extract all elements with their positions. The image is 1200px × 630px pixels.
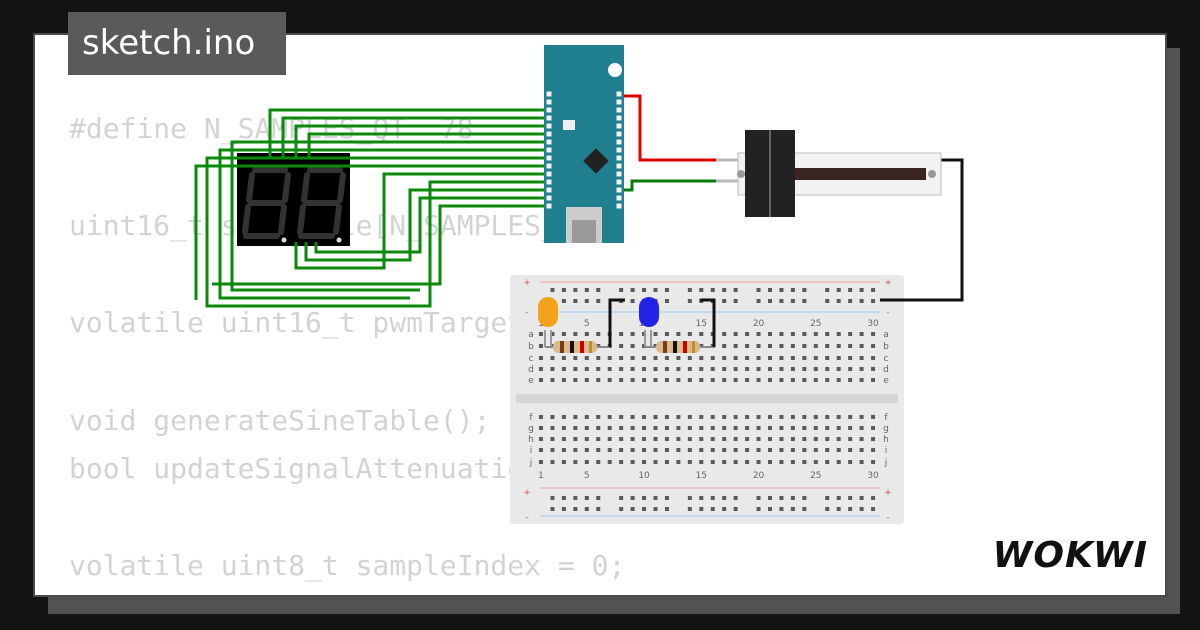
column-number: 30 — [867, 319, 879, 329]
column-number: 5 — [584, 319, 590, 329]
row-letter: e — [528, 376, 534, 386]
column-number: 5 — [584, 471, 590, 481]
row-letter: a — [883, 330, 889, 340]
code-line: volatile uint8_t sampleIndex = 0; — [69, 549, 626, 583]
column-number: 15 — [696, 471, 707, 481]
rail-plus: + — [884, 488, 892, 498]
rail-minus: - — [525, 308, 528, 318]
row-letter: e — [883, 376, 889, 386]
jumper-1 — [608, 298, 625, 347]
column-number: 30 — [867, 471, 879, 481]
row-letter: f — [884, 413, 888, 423]
column-number: 25 — [810, 319, 821, 329]
column-number: 10 — [638, 471, 650, 481]
rail-plus: + — [523, 278, 531, 288]
row-letter: c — [529, 354, 534, 364]
wokwi-logo: WOKWI — [993, 535, 1148, 576]
rail-plus: + — [884, 278, 892, 288]
row-letter: g — [528, 424, 534, 434]
row-letter: j — [884, 458, 888, 468]
signal-wire — [624, 179, 720, 192]
arduino-nano[interactable] — [544, 45, 624, 243]
column-number: 20 — [753, 319, 765, 329]
row-letter: a — [528, 330, 534, 340]
row-letter: d — [883, 365, 889, 375]
row-letter: b — [883, 342, 889, 352]
row-letter: h — [528, 435, 534, 445]
column-number: 20 — [753, 471, 765, 481]
jumper-2 — [700, 298, 716, 347]
row-letter: d — [528, 365, 534, 375]
row-letter: f — [529, 413, 533, 423]
display-wires — [194, 108, 548, 308]
led-blue[interactable] — [639, 297, 659, 347]
resistor-2[interactable] — [645, 341, 714, 353]
sketch-title: sketch.ino — [82, 23, 256, 63]
code-line: volatile uint16_t pwmTarget = 0; — [69, 306, 609, 340]
wokwi-logo-text: WOKWI — [992, 535, 1148, 576]
slide-potentiometer[interactable] — [716, 130, 942, 217]
row-letter: c — [884, 354, 889, 364]
row-letter: i — [530, 446, 533, 456]
column-number: 25 — [810, 471, 821, 481]
row-letter: j — [529, 458, 533, 468]
row-letter: g — [883, 424, 889, 434]
row-letter: b — [528, 342, 534, 352]
power-wire — [624, 94, 720, 162]
pot-ground-wire — [880, 158, 964, 302]
rail-minus: - — [525, 513, 528, 523]
led-yellow[interactable] — [538, 297, 558, 347]
row-letter: i — [885, 446, 888, 456]
resistor-1[interactable] — [545, 341, 610, 353]
code-line: void generateSineTable(); — [69, 403, 491, 437]
row-letter: h — [883, 435, 889, 445]
rail-minus: - — [886, 308, 889, 318]
rail-minus: - — [886, 513, 889, 523]
sketch-title-tab[interactable]: sketch.ino — [68, 12, 286, 75]
rail-plus: + — [523, 488, 531, 498]
column-number: 1 — [538, 471, 544, 481]
seven-segment-display[interactable] — [237, 153, 350, 246]
column-number: 15 — [696, 319, 707, 329]
breadboard[interactable]: 115510101515202025253030aabbccddeeffgghh… — [510, 275, 904, 524]
